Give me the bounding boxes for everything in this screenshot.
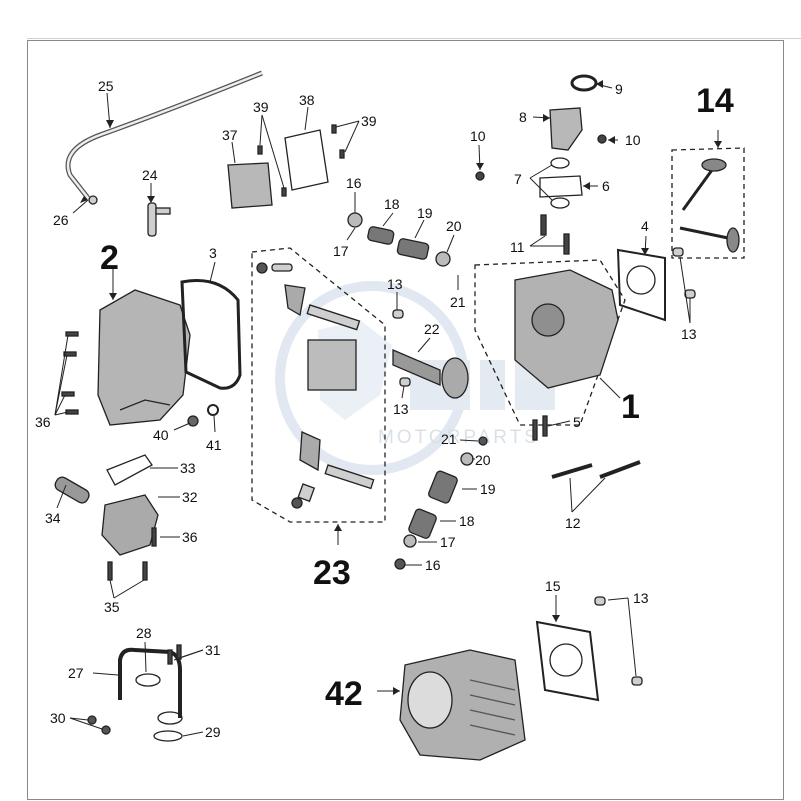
exhaust-valve <box>681 169 714 211</box>
callout-16-top: 16 <box>346 175 362 191</box>
callout-13-center: 13 <box>387 276 403 292</box>
callout-40: 40 <box>153 427 169 443</box>
callout-10-right: 10 <box>625 132 641 148</box>
callout-22: 22 <box>424 321 440 337</box>
callout-29: 29 <box>205 724 221 740</box>
callout-28: 28 <box>136 625 152 641</box>
callout-31: 31 <box>205 642 221 658</box>
tensioner-sensor <box>54 476 90 504</box>
callout-13-bottom: 13 <box>633 590 649 606</box>
callout-32: 32 <box>182 489 198 505</box>
cylinder-head <box>514 269 619 389</box>
callout-34: 34 <box>45 510 61 526</box>
callout-41: 41 <box>206 437 222 453</box>
callout-13-lower: 13 <box>393 401 409 417</box>
callout-30: 30 <box>50 710 66 726</box>
group-label-1: 1 <box>621 388 640 426</box>
secondary-air-pipe <box>118 647 182 718</box>
intake-valve <box>679 226 729 240</box>
callout-24: 24 <box>142 167 158 183</box>
callout-17-lower: 17 <box>440 534 456 550</box>
callout-39-left: 39 <box>253 99 269 115</box>
pipe-gasket <box>153 730 183 742</box>
callout-26: 26 <box>53 212 69 228</box>
camshaft <box>392 349 441 386</box>
callout-6: 6 <box>602 178 610 194</box>
filter-cover <box>227 162 273 209</box>
callout-38: 38 <box>299 92 315 108</box>
camshaft-holder <box>307 339 357 391</box>
callout-18-top: 18 <box>384 196 400 212</box>
watermark-text: MOTORPARTS <box>378 427 540 448</box>
callout-37: 37 <box>222 127 238 143</box>
callout-21-lower: 21 <box>441 431 457 447</box>
tensioner-cover <box>101 494 159 556</box>
assembly-outlines <box>251 147 745 523</box>
callout-36-left: 36 <box>35 414 51 430</box>
valve-set-outline <box>671 147 745 259</box>
callout-13-right: 13 <box>681 326 697 342</box>
intake-gasket <box>539 175 583 198</box>
callout-16-lower: 16 <box>425 557 441 573</box>
callout-18-lower: 18 <box>459 513 475 529</box>
stud-bolt-left <box>551 463 593 479</box>
callout-4: 4 <box>641 218 649 234</box>
callout-21-top: 21 <box>450 294 466 310</box>
parts <box>54 70 740 761</box>
callout-36-right: 36 <box>182 529 198 545</box>
callout-33: 33 <box>180 460 196 476</box>
cover-washer <box>207 404 219 416</box>
callout-7: 7 <box>514 171 522 187</box>
valve-spring-outer-top <box>367 226 395 245</box>
hose-clamp <box>88 195 98 205</box>
callout-12: 12 <box>565 515 581 531</box>
cover-bolt <box>187 415 199 427</box>
valve-cover-gasket <box>180 278 242 390</box>
cylinder-base-gasket <box>535 620 600 702</box>
group-label-14: 14 <box>696 82 734 120</box>
valve-spring-outer-bottom <box>428 470 458 504</box>
callout-27: 27 <box>68 665 84 681</box>
leader-arrowheads <box>80 80 722 695</box>
callout-19-top: 19 <box>417 205 433 221</box>
head-gasket <box>616 248 666 322</box>
group-label-42: 42 <box>325 675 363 713</box>
group-label-23: 23 <box>313 554 351 592</box>
callout-35: 35 <box>104 599 120 615</box>
callout-10-top: 10 <box>470 128 486 144</box>
diagram-frame <box>27 40 784 800</box>
stud-bolt-right <box>599 460 641 479</box>
callout-39-right: 39 <box>361 113 377 129</box>
group-label-2: 2 <box>100 239 119 277</box>
callout-labels: 25 26 24 37 39 38 39 16 17 18 19 20 10 1… <box>35 78 697 740</box>
pcv-fitting <box>147 202 157 237</box>
callout-8: 8 <box>519 109 527 125</box>
reed-gasket-plate <box>284 129 329 191</box>
callout-17-top: 17 <box>333 243 349 259</box>
callout-3: 3 <box>209 245 217 261</box>
callout-25: 25 <box>98 78 114 94</box>
camshaft-assembly-outline <box>251 247 386 523</box>
tensioner-gasket <box>106 454 153 486</box>
valve-cover <box>97 289 191 426</box>
callout-5: 5 <box>573 414 581 430</box>
cylinder-head-assembly-outline <box>474 259 626 426</box>
group-labels: 2 14 1 23 42 <box>100 82 734 713</box>
intake-clamp <box>570 74 598 92</box>
callout-15: 15 <box>545 578 561 594</box>
callout-9: 9 <box>615 81 623 97</box>
callout-20-lower: 20 <box>475 452 491 468</box>
callout-19-lower: 19 <box>480 481 496 497</box>
callout-11: 11 <box>510 239 525 255</box>
header-rule <box>27 38 801 39</box>
intake-manifold <box>549 107 583 151</box>
callout-20-top: 20 <box>446 218 462 234</box>
